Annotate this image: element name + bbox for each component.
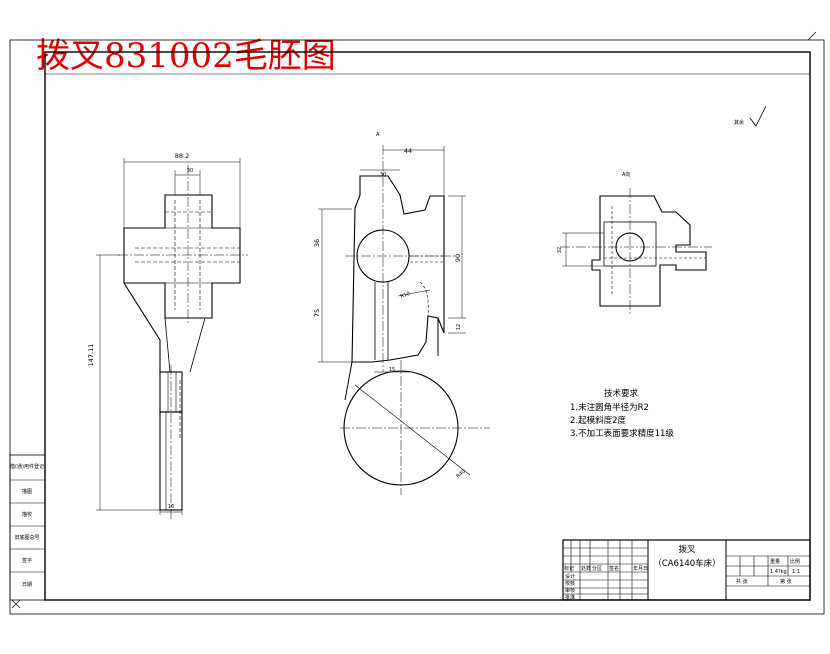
tb-scale-label: 比例 [790, 558, 800, 565]
side-label-3: 描校 [22, 511, 32, 518]
tb-sheet-no: 第 张 [780, 578, 792, 585]
middle-view: A 44 30 36 90 75 12 15 R10 R40 [313, 132, 490, 495]
dim-mid-90: 90 [454, 254, 462, 262]
tb-scale-value: 1:1 [792, 569, 800, 575]
side-strip: 借(通)用件登记 描图 描校 旧底图总号 签字 日期 [9, 454, 46, 601]
dim-left-bottom: 16 [168, 504, 174, 510]
tb-weight-value: 1.4?kg [770, 569, 787, 575]
tech-item-3: 3.不加工表面要求精度11级 [570, 428, 674, 439]
tb-row-design: 设计 [565, 573, 575, 580]
tb-row-review: 审核 [565, 587, 575, 594]
tb-header-sign: 签名 [609, 565, 619, 572]
tb-header-date: 年月日 [633, 565, 648, 572]
left-view: 88.2 30 147.11 16 [87, 152, 248, 520]
side-label-6: 日期 [22, 582, 32, 588]
tech-requirements: 技术要求 1.未注圆角半径为R2 2.起模斜度2度 3.不加工表面要求精度11级 [570, 388, 674, 439]
tb-weight-label: 重量 [770, 558, 780, 565]
dim-mid-r10: R10 [400, 291, 411, 300]
tb-row-check: 校核 [565, 580, 575, 587]
title-block [562, 539, 811, 601]
tb-header-zone: 分区 [592, 565, 602, 572]
drawing-title: 拨叉831002毛胚图 [36, 36, 336, 76]
dim-mid-top-small: 30 [380, 172, 386, 178]
dim-mid-r40: R40 [455, 469, 466, 480]
section-a-label: A [376, 132, 380, 138]
tech-item-1: 1.未注圆角半径为R2 [570, 402, 649, 413]
tech-heading: 技术要求 [604, 388, 639, 399]
dim-mid-15: 15 [389, 367, 395, 373]
dim-mid-top: 44 [404, 147, 412, 155]
side-label-2: 描图 [22, 488, 32, 495]
view-a-label: A向 [622, 171, 630, 178]
tb-sheet-total: 共 张 [736, 578, 748, 585]
tb-header-mark: 标记 [564, 565, 574, 572]
right-view: A向 32 [557, 171, 712, 315]
side-label-5: 签字 [22, 557, 32, 564]
tb-header-count: 处数 [581, 565, 591, 572]
side-label-1: 借(通)用件登记 [10, 463, 44, 470]
tb-row-approve: 批准 [565, 594, 575, 601]
tb-machine: （CA6140车床） [653, 558, 720, 569]
dim-left-height: 147.11 [87, 344, 95, 367]
dim-left-width: 88.2 [175, 152, 189, 160]
roughness-symbol: 其余 [734, 105, 767, 127]
dim-left-inner: 30 [187, 168, 193, 174]
dim-mid-12: 12 [456, 324, 462, 330]
dim-mid-75: 75 [313, 309, 321, 317]
dim-mid-36: 36 [313, 239, 321, 247]
tech-item-2: 2.起模斜度2度 [570, 415, 627, 426]
dim-right-32: 32 [557, 247, 563, 253]
svg-text:其余: 其余 [734, 119, 744, 126]
tb-part-name: 拨叉 [678, 544, 696, 555]
inner-border [44, 51, 811, 601]
side-label-4: 旧底图总号 [14, 534, 39, 541]
outer-border [9, 39, 825, 615]
